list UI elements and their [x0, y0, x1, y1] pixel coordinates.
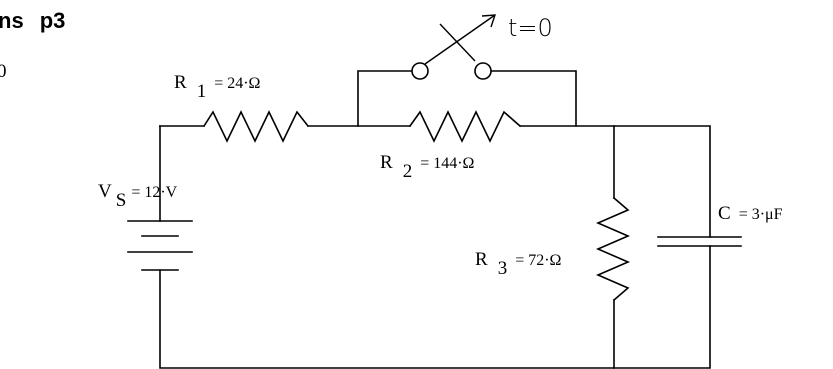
r1-value: = 24·Ω	[214, 75, 260, 92]
source-subscript: S	[116, 190, 127, 211]
capacitor-label: C = 3·μF	[718, 203, 783, 224]
r3-symbol: R	[475, 249, 488, 270]
resistor-r2	[408, 110, 522, 143]
switch-tick	[439, 23, 476, 62]
bottom-wire	[159, 245, 711, 369]
resistor-r1	[202, 110, 310, 143]
capacitor	[657, 236, 742, 247]
switch-branch-right	[489, 70, 577, 127]
r1-subscript: 1	[197, 81, 207, 102]
resistor-r3	[595, 196, 631, 302]
cropped-side-digit: 0	[0, 61, 7, 82]
r2-symbol: R	[380, 152, 393, 173]
capacitor-symbol: C	[718, 203, 731, 224]
voltage-source	[127, 220, 193, 271]
switch-blade	[424, 14, 496, 65]
circuit-wires	[159, 70, 711, 369]
switch-contact-left	[411, 62, 429, 80]
page-title-fragment: ns	[0, 8, 24, 33]
source-value: = 12·V	[131, 184, 177, 201]
switch-arrow-head-icon	[481, 14, 496, 28]
r2-value: = 144·Ω	[420, 155, 474, 172]
switch: t=0	[411, 14, 553, 80]
top-wire-right	[519, 125, 711, 238]
source-symbol: V	[98, 181, 112, 202]
switch-time-label: t=0	[508, 14, 553, 42]
page-number: p3	[40, 8, 66, 33]
r3-subscript: 3	[498, 258, 508, 279]
page-title: ns p3	[0, 8, 65, 33]
r1-symbol: R	[174, 72, 187, 93]
r3-value: = 72·Ω	[515, 252, 561, 269]
capacitor-value: = 3·μF	[739, 206, 783, 223]
r2-subscript: 2	[403, 161, 413, 182]
switch-branch-left	[357, 70, 413, 127]
switch-contact-right	[474, 62, 492, 80]
